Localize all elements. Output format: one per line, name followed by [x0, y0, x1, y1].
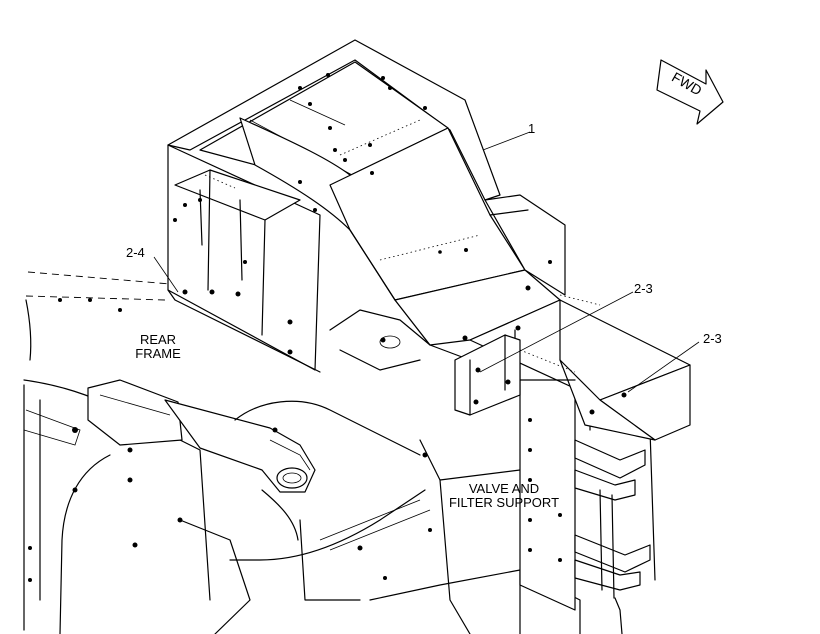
rear-frame-structure — [23, 271, 581, 634]
valve-label-line2: FILTER SUPPORT — [448, 495, 560, 510]
leader-part-2-3-b — [627, 341, 700, 393]
callout-leaders — [153, 131, 700, 393]
callout-part-1: 1 — [528, 121, 536, 136]
fender-assembly — [167, 39, 691, 441]
callout-part-2-3-a: 2-3 — [634, 281, 653, 296]
rear-frame-label: REAR FRAME — [130, 333, 186, 361]
valve-filter-support-structure — [519, 354, 656, 634]
forward-direction-arrow-icon: FWD — [656, 59, 724, 125]
valve-label-line1: VALVE AND — [468, 481, 540, 496]
leader-part-2-4 — [153, 256, 179, 293]
callout-part-2-3-b: 2-3 — [703, 331, 722, 346]
leader-part-1 — [482, 131, 531, 151]
leader-part-2-3-a — [479, 291, 634, 373]
callout-part-2-4: 2-4 — [126, 245, 145, 260]
fender-bolt-rows — [173, 73, 627, 415]
rear-frame-label-line2: FRAME — [135, 346, 181, 361]
rear-frame-label-line1: REAR — [139, 332, 177, 347]
valve-filter-support-label: VALVE AND FILTER SUPPORT — [444, 482, 564, 510]
